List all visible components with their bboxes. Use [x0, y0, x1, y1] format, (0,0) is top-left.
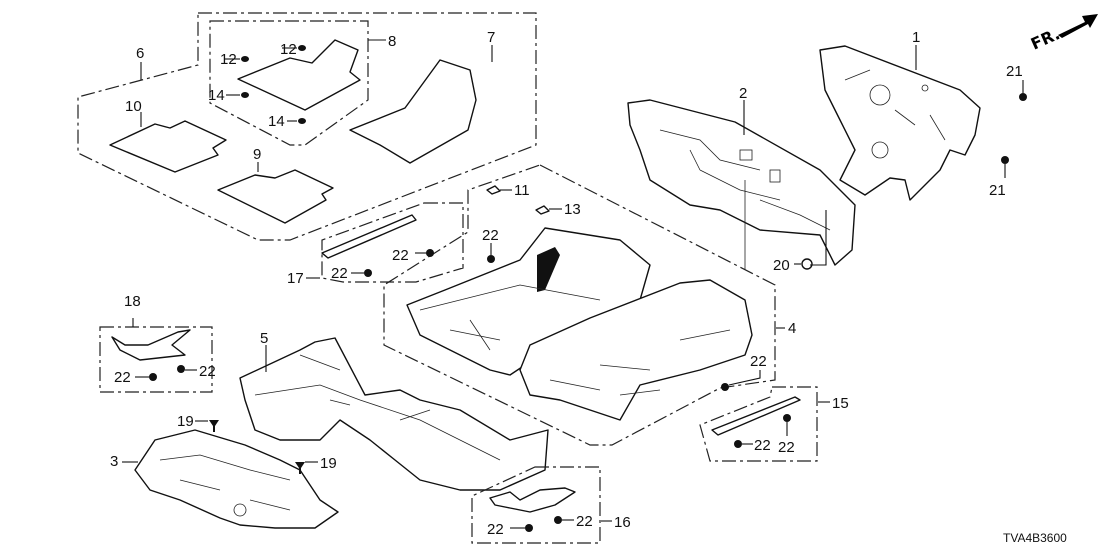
group-4-boundary	[383, 164, 776, 446]
diagram-code: TVA4B3600	[1003, 531, 1067, 545]
callout-22e[interactable]: 22	[114, 369, 131, 386]
clip-22-group16a	[525, 524, 533, 532]
clip-22-group18a	[149, 373, 157, 381]
front-direction-indicator: FR.	[1028, 14, 1098, 54]
rear-heel-trim-18	[111, 329, 191, 361]
callout-14b[interactable]: 14	[268, 113, 285, 130]
clip-22-group15b	[783, 414, 791, 422]
clip-22-group16b	[554, 516, 562, 524]
callout-22g[interactable]: 22	[754, 437, 771, 454]
callout-22d[interactable]: 22	[750, 353, 767, 370]
callout-18[interactable]: 18	[124, 293, 141, 310]
callout-12a[interactable]: 12	[220, 51, 237, 68]
floor-carpet-front	[406, 227, 651, 376]
callout-6[interactable]: 6	[136, 45, 144, 62]
callout-21a[interactable]: 21	[1006, 63, 1023, 80]
mat-clip-12b	[298, 45, 306, 51]
clip-22-group18b	[177, 365, 185, 373]
clip-22-group17b	[364, 269, 372, 277]
callout-15[interactable]: 15	[832, 395, 849, 412]
callout-22c[interactable]: 22	[331, 265, 348, 282]
clip-21b	[1001, 156, 1009, 164]
callout-4[interactable]: 4	[788, 320, 796, 337]
callout-22i[interactable]: 22	[487, 521, 504, 538]
callout-19a[interactable]: 19	[177, 413, 194, 430]
callout-16[interactable]: 16	[614, 514, 631, 531]
group-16-boundary	[471, 466, 601, 544]
front-label: FR.	[1028, 24, 1063, 53]
floor-carpet-rear	[519, 279, 753, 421]
callout-14a[interactable]: 14	[208, 87, 225, 104]
nut-20	[801, 258, 813, 270]
heel-pad	[537, 247, 560, 292]
dashboard-insulator-inner	[627, 99, 856, 266]
callout-12b[interactable]: 12	[280, 41, 297, 58]
clip-22-group17a	[426, 249, 434, 257]
floor-carpet-5	[239, 337, 549, 491]
clip-13	[535, 205, 550, 215]
callout-1[interactable]: 1	[912, 29, 920, 46]
clip-22-group4a	[487, 255, 495, 263]
callout-17[interactable]: 17	[287, 270, 304, 287]
clip-21a	[1019, 93, 1027, 101]
group-8-boundary	[209, 20, 369, 146]
group-15-boundary	[699, 386, 818, 462]
rear-floor-mat-left	[109, 120, 227, 173]
rear-floor-mat-right	[217, 169, 334, 224]
mat-grommet-14a	[241, 92, 249, 98]
callout-3[interactable]: 3	[110, 453, 118, 470]
callout-5[interactable]: 5	[260, 330, 268, 347]
clip-19a	[209, 420, 219, 432]
side-sill-trim-15	[711, 396, 801, 436]
callout-19b[interactable]: 19	[320, 455, 337, 472]
group-17-boundary	[321, 202, 464, 283]
clip-11	[486, 185, 501, 195]
callout-20[interactable]: 20	[773, 257, 790, 274]
callout-9[interactable]: 9	[253, 146, 261, 163]
clip-22-group15a	[734, 440, 742, 448]
callout-22h[interactable]: 22	[778, 439, 795, 456]
mat-grommet-14b	[298, 118, 306, 124]
dashboard-insulator-outer	[819, 45, 981, 201]
side-sill-trim-17	[321, 214, 417, 259]
callout-13[interactable]: 13	[564, 201, 581, 218]
callout-8[interactable]: 8	[388, 33, 396, 50]
trunk-mat	[349, 59, 477, 164]
callout-22b[interactable]: 22	[392, 247, 409, 264]
callout-22f[interactable]: 22	[199, 363, 216, 380]
clip-19b	[295, 462, 305, 474]
rear-heel-trim-16	[489, 487, 576, 513]
driver-floor-mat	[237, 39, 361, 111]
callout-10[interactable]: 10	[125, 98, 142, 115]
callout-7[interactable]: 7	[487, 29, 495, 46]
callout-22a[interactable]: 22	[482, 227, 499, 244]
front-arrow-icon	[1058, 14, 1098, 38]
front-floor-insulator	[134, 429, 339, 529]
group-6-boundary	[77, 12, 537, 241]
callout-11[interactable]: 11	[514, 182, 530, 199]
clip-22-group4b	[721, 383, 729, 391]
callout-21b[interactable]: 21	[989, 182, 1006, 199]
callout-22j[interactable]: 22	[576, 513, 593, 530]
mat-clip-12a	[241, 56, 249, 62]
callout-2[interactable]: 2	[739, 85, 747, 102]
group-18-boundary	[99, 326, 213, 393]
